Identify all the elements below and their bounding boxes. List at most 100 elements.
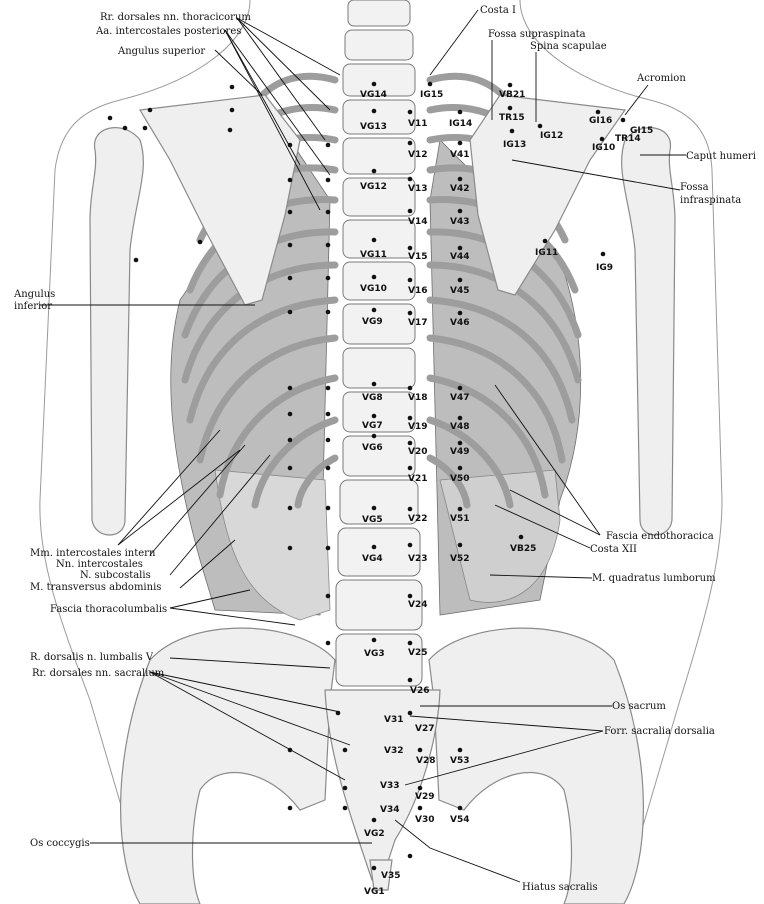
point-VG12: VG12	[360, 182, 387, 192]
point-V14: V14	[408, 217, 428, 227]
point-VG6: VG6	[362, 443, 383, 453]
label-costa-1: Costa I	[480, 5, 516, 16]
point-V29: V29	[415, 792, 435, 802]
body-outline	[39, 0, 723, 904]
point-V44: V44	[450, 252, 470, 262]
label-rr-dorsales-thoracicorum: Rr. dorsales nn. thoracicorum	[100, 12, 251, 23]
point-V12: V12	[408, 150, 428, 160]
label-costa-xii: Costa XII	[590, 544, 637, 555]
point-V18: V18	[408, 393, 428, 403]
label-fossa-supraspinata: Fossa supraspinata	[488, 29, 586, 40]
point-IG13: IG13	[503, 140, 526, 150]
point-V49: V49	[450, 447, 470, 457]
point-V46: V46	[450, 318, 470, 328]
point-labels: VG14 VG13 VG12 VG11 VG10 VG9 VG8 VG7 VG6…	[360, 90, 653, 897]
point-IG11: IG11	[535, 248, 558, 258]
point-VG3: VG3	[364, 649, 385, 659]
vertebral-column	[335, 0, 423, 687]
leader-lines	[40, 9, 686, 883]
label-fascia-thoracolumbalis: Fascia thoracolumbalis	[50, 604, 167, 615]
acupoint-dots	[107, 81, 626, 871]
point-VG10: VG10	[360, 284, 387, 294]
label-angulus-inferior-2: inferior	[14, 301, 52, 312]
point-VB21: VB21	[499, 90, 525, 100]
point-V19: V19	[408, 422, 428, 432]
point-GI16: GI16	[589, 116, 612, 126]
point-V22: V22	[408, 514, 428, 524]
point-V52: V52	[450, 554, 470, 564]
point-V20: V20	[408, 447, 428, 457]
point-VG8: VG8	[362, 393, 383, 403]
label-angulus-inferior-1: Angulus	[13, 289, 55, 300]
point-V33: V33	[380, 781, 400, 791]
point-V16: V16	[408, 286, 428, 296]
point-V17: V17	[408, 318, 428, 328]
point-V34: V34	[380, 805, 400, 815]
point-V47: V47	[450, 393, 470, 403]
point-V45: V45	[450, 286, 470, 296]
label-forr-sacralia-dorsalia: Forr. sacralia dorsalia	[604, 726, 715, 737]
right-scapula	[469, 94, 627, 296]
point-V31: V31	[384, 715, 404, 725]
point-VG4: VG4	[362, 554, 383, 564]
point-V51: V51	[450, 514, 470, 524]
point-V54: V54	[450, 815, 470, 825]
point-TR15: TR15	[499, 113, 525, 123]
point-V23: V23	[408, 554, 428, 564]
label-aa-intercostales: Aa. intercostales posteriores	[95, 26, 241, 37]
point-TR14: TR14	[615, 134, 641, 144]
point-VG11: VG11	[360, 250, 387, 260]
point-V50: V50	[450, 474, 470, 484]
point-VG2: VG2	[364, 829, 385, 839]
point-GI15: GI15	[630, 126, 653, 136]
point-IG9: IG9	[596, 263, 613, 273]
label-rr-dorsales-sacralium: Rr. dorsales nn. sacralium	[32, 668, 165, 679]
point-V41: V41	[450, 150, 470, 160]
point-IG14: IG14	[449, 119, 472, 129]
point-V24: V24	[408, 600, 428, 610]
point-V30: V30	[415, 815, 435, 825]
label-m-transversus-abdominis: M. transversus abdominis	[30, 582, 161, 593]
label-caput-humeri: Caput humeri	[686, 151, 756, 162]
label-mm-intercostales: Mm. intercostales intern	[30, 548, 156, 559]
point-V25: V25	[408, 648, 428, 658]
label-angulus-superior: Angulus superior	[117, 46, 205, 57]
label-fascia-endothoracica: Fascia endothoracica	[606, 531, 714, 542]
point-VG13: VG13	[360, 122, 387, 132]
label-nn-intercostales: Nn. intercostales	[56, 559, 143, 570]
point-V32: V32	[384, 746, 404, 756]
point-V13: V13	[408, 184, 428, 194]
label-r-dorsalis-lumbalis: R. dorsalis n. lumbalis V	[30, 652, 154, 663]
label-acromion: Acromion	[636, 73, 686, 84]
label-m-quadratus-lumborum: M. quadratus lumborum	[592, 573, 716, 584]
label-spina-scapulae: Spina scapulae	[530, 41, 607, 52]
point-V48: V48	[450, 422, 470, 432]
point-IG15: IG15	[420, 90, 443, 100]
point-V21: V21	[408, 474, 428, 484]
left-scapula	[139, 94, 301, 306]
label-fossa-infraspinata-2: infraspinata	[680, 195, 741, 206]
point-V27: V27	[415, 724, 435, 734]
point-V35: V35	[381, 871, 401, 881]
left-humerus	[89, 127, 144, 536]
point-V43: V43	[450, 217, 470, 227]
point-VG7: VG7	[362, 421, 383, 431]
point-VG1: VG1	[364, 887, 385, 897]
point-V42: V42	[450, 184, 470, 194]
fascia-thoracolumbalis-left	[214, 469, 331, 621]
right-humerus	[621, 127, 676, 536]
point-IG12: IG12	[540, 131, 563, 141]
structure-labels: Rr. dorsales nn. thoracicorum Aa. interc…	[13, 5, 756, 893]
point-V26: V26	[410, 686, 430, 696]
point-VG14: VG14	[360, 90, 387, 100]
point-V11: V11	[408, 119, 428, 129]
point-V15: V15	[408, 252, 428, 262]
label-n-subcostalis: N. subcostalis	[80, 570, 151, 581]
label-fossa-infraspinata-1: Fossa	[680, 182, 709, 193]
label-hiatus-sacralis: Hiatus sacralis	[522, 882, 598, 893]
point-IG10: IG10	[592, 143, 615, 153]
pelvis	[119, 627, 645, 904]
point-V28: V28	[416, 756, 436, 766]
label-os-coccygis: Os coccygis	[30, 838, 90, 849]
